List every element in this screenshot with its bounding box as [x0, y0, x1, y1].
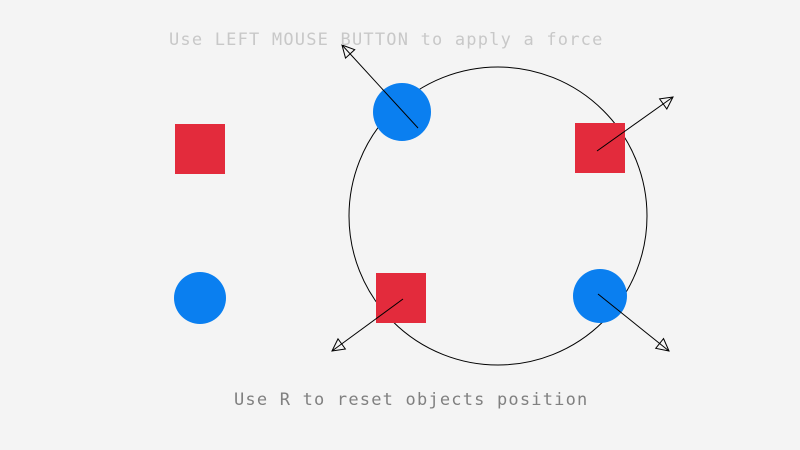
force-arrow-square-bottom-center-shaft [331, 298, 404, 352]
force-arrow-square-top-right-head [658, 96, 674, 110]
body-circle-top[interactable] [373, 83, 431, 141]
body-square-bottom-center[interactable] [376, 273, 426, 323]
force-arrow-square-top-right-shaft [596, 96, 674, 152]
force-arrow-circle-top-shaft [341, 44, 419, 129]
body-square-top-right[interactable] [575, 123, 625, 173]
force-arrow-square-top-right [596, 96, 674, 152]
force-arrow-square-bottom-center [331, 298, 404, 352]
force-arrow-square-bottom-center-head [331, 337, 347, 352]
force-arrow-circle-bottom-right-shaft [597, 293, 670, 352]
hint-text-reset-objects: Use R to reset objects position [234, 390, 589, 410]
force-arrow-circle-top-head [341, 44, 356, 59]
body-square-left[interactable] [175, 124, 225, 174]
force-arrow-circle-bottom-right [597, 293, 670, 352]
force-arrow-circle-bottom-right-head [654, 337, 670, 352]
constraint-circle [348, 66, 648, 366]
force-arrow-circle-top [341, 44, 419, 129]
body-circle-bottom-left[interactable] [174, 272, 226, 324]
hint-text-apply-force: Use LEFT MOUSE BUTTON to apply a force [169, 30, 604, 50]
